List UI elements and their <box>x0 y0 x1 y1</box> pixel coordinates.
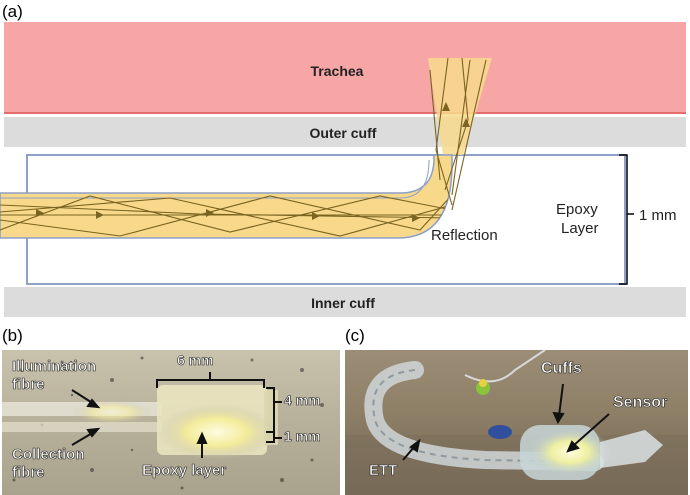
trachea-region <box>4 22 686 114</box>
illumination-label-line2: fibre <box>12 376 45 394</box>
fibre-body <box>0 154 453 239</box>
sensor-glow <box>157 404 277 460</box>
dim-1mm-label: 1 mm <box>284 428 321 445</box>
fibre-diagram: Trachea Outer cuff Inner cuff Reflection… <box>0 22 686 317</box>
dim-6mm-label: 6 mm <box>177 352 214 369</box>
ett-label: ETT <box>369 462 398 480</box>
collection-label: Collection fibre <box>12 446 85 482</box>
inner-cuff-label: Inner cuff <box>311 295 375 311</box>
outer-cuff-label: Outer cuff <box>310 125 377 141</box>
illumination-label: Illumination fibre <box>12 358 97 394</box>
bracket-1mm <box>266 431 282 443</box>
sensor-photo: Illumination fibre Collection fibre Epox… <box>2 350 340 495</box>
inner-cuff-region <box>4 287 686 317</box>
trachea-label: Trachea <box>311 63 364 79</box>
pointer-arrows-c <box>402 383 610 461</box>
outer-cuff-region <box>4 117 686 147</box>
epoxy-label-line1: Epoxy <box>556 201 598 218</box>
epoxy-label-line2: Layer <box>561 220 599 237</box>
ett-photo: Cuffs Sensor ETT <box>345 350 688 495</box>
exit-rays <box>429 57 487 211</box>
scale-bracket <box>619 154 634 285</box>
fibre-cladding <box>0 159 430 199</box>
sensor-label: Sensor <box>613 394 668 412</box>
dim-4mm-label: 4 mm <box>284 392 321 409</box>
illumination-label-line1: Illumination <box>12 358 97 376</box>
sensor-light <box>528 428 612 476</box>
exit-ray-arrows <box>442 102 470 127</box>
collection-label-line1: Collection <box>12 446 85 464</box>
reflection-label: Reflection <box>431 227 498 244</box>
ray-arrows <box>36 209 420 222</box>
collection-label-line2: fibre <box>12 464 45 482</box>
light-cone <box>428 58 492 155</box>
fibre-rays <box>0 194 452 237</box>
epoxy-layer-label: Epoxy layer <box>142 462 227 480</box>
ett-photo-art <box>345 350 688 495</box>
sensor-photo-art <box>2 356 324 490</box>
panel-c-label: (c) <box>345 326 365 345</box>
panel-b-label: (b) <box>2 326 23 345</box>
collection-fibre <box>2 422 162 432</box>
cuffs-label: Cuffs <box>541 360 582 378</box>
scale-label: 1 mm <box>639 207 677 224</box>
bracket-6mm <box>156 372 265 388</box>
pointer-arrows <box>71 389 208 458</box>
ett-tip <box>600 430 663 468</box>
blue-connector <box>488 425 512 439</box>
panel-a-label: (a) <box>2 2 23 21</box>
